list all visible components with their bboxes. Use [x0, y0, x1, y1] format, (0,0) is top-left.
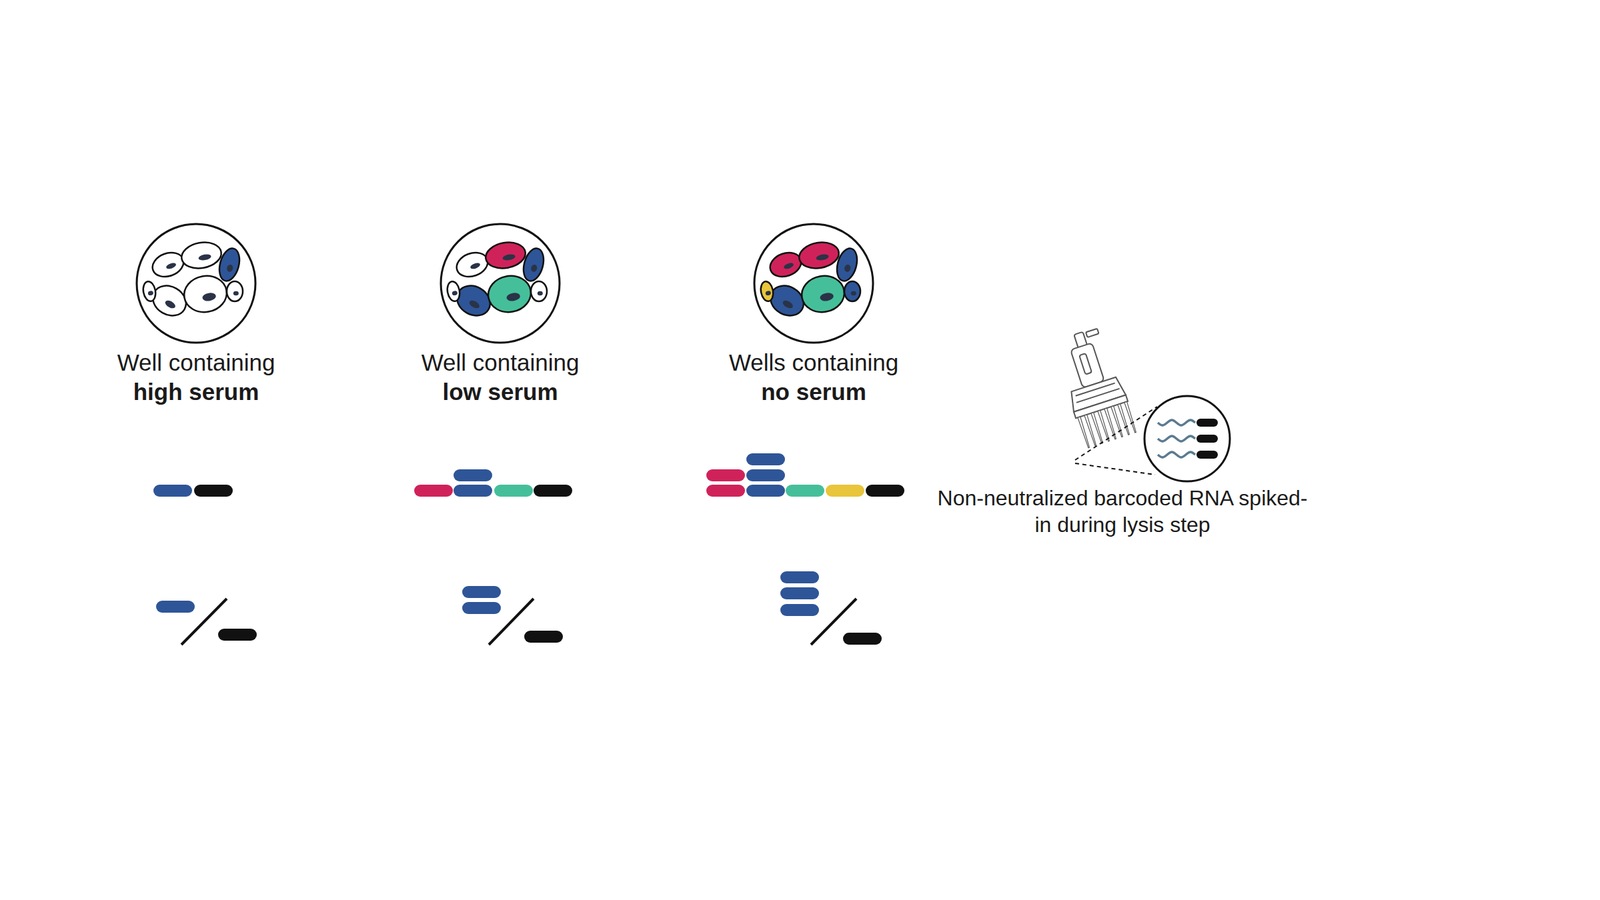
cell [530, 281, 547, 302]
barcode-bar [453, 469, 493, 482]
cell [216, 246, 243, 284]
ratio-denominator [218, 628, 257, 641]
cell [833, 246, 861, 284]
barcode-bar [706, 469, 745, 482]
cell [142, 280, 158, 303]
barcode-bar [746, 453, 785, 466]
cell [483, 239, 528, 272]
barcode-bar [533, 484, 573, 497]
label-text: Well containing [360, 348, 641, 378]
label-text: Non-neutralized barcoded RNA spiked-in d… [934, 484, 1312, 539]
cell [149, 248, 188, 281]
ratio-numerator [462, 602, 501, 615]
cell [844, 281, 861, 302]
well-illustration [440, 224, 560, 343]
well-circle [440, 224, 560, 343]
barcode-bar [153, 484, 193, 497]
well-illustration [136, 224, 256, 343]
well-label: Wells containingno serum [666, 348, 961, 407]
cell [520, 246, 547, 284]
well-illustration [754, 224, 874, 343]
well-label: Well containinghigh serum [56, 348, 337, 407]
well-circle [754, 224, 874, 343]
barcode-bar [494, 484, 533, 497]
zoom-line [1075, 463, 1156, 475]
ratio-numerator [156, 600, 195, 613]
cell [226, 281, 243, 302]
barcode-bar [746, 484, 785, 497]
serum-condition: low serum [360, 377, 641, 407]
cell [446, 280, 462, 303]
ratio-numerator [780, 604, 820, 617]
cell [453, 248, 492, 281]
cell [179, 239, 224, 272]
barcode-bar [453, 484, 493, 497]
barcode-bar [825, 484, 865, 497]
barcoded-rna-zoom [1144, 396, 1230, 482]
label-text: Well containing [56, 348, 337, 378]
barcode-bar [865, 484, 905, 497]
well-label: Well containinglow serum [360, 348, 641, 407]
multichannel-pipette [1051, 325, 1138, 449]
cell [766, 248, 806, 281]
serum-condition: high serum [56, 377, 337, 407]
spike-in-label: Non-neutralized barcoded RNA spiked-in d… [934, 484, 1312, 539]
label-text: Wells containing [666, 348, 961, 378]
ratio-numerator [780, 571, 820, 584]
cell [485, 272, 534, 316]
barcode-bar [414, 484, 453, 497]
cell [759, 280, 775, 303]
cell [796, 239, 842, 272]
serum-condition: no serum [666, 377, 961, 407]
ratio-denominator [524, 630, 563, 643]
cell [181, 272, 230, 316]
ratio-numerator [462, 586, 501, 599]
ratio-numerator [780, 587, 820, 600]
barcode-bar [746, 469, 785, 482]
barcode-bar [706, 484, 745, 497]
barcode-bar [785, 484, 825, 497]
cell [798, 272, 848, 316]
barcode-bar [194, 484, 233, 497]
ratio-denominator [843, 632, 882, 645]
well-circle [136, 224, 256, 343]
